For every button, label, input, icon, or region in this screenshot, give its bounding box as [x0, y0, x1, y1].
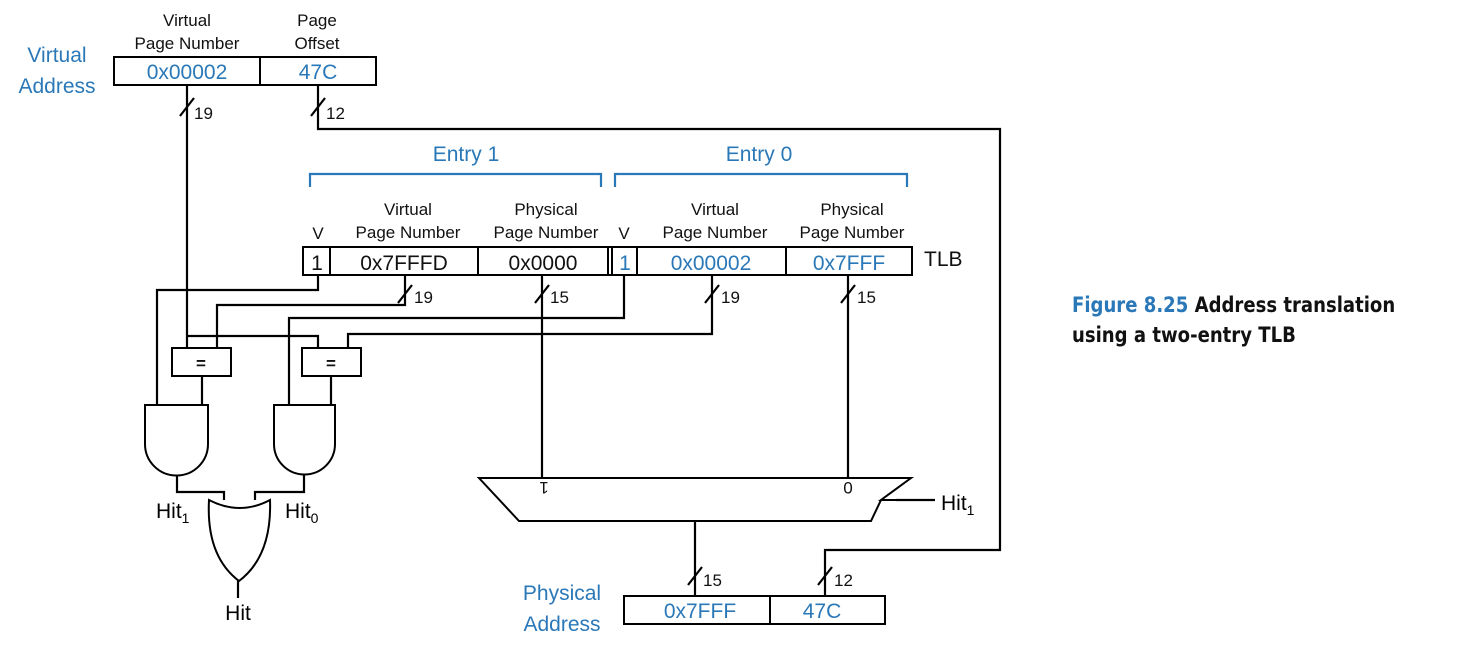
- entry1-vpn-width-slash: [397, 284, 413, 304]
- tlb-label: TLB: [924, 248, 963, 271]
- va-offset-width-slash: [310, 97, 326, 117]
- physical-address: Physical Address 0x7FFF 47C: [523, 582, 886, 636]
- pa-offset-field: [769, 595, 886, 625]
- virtual-address: Virtual Address Virtual Page Number Page…: [18, 11, 377, 98]
- entry1-vpn-width: 19: [414, 288, 433, 307]
- entry1-v-value: 1: [311, 252, 323, 275]
- pa-offset-width-slash: [817, 566, 833, 586]
- entry0-ppn-width: 15: [857, 288, 876, 307]
- pa-ppn-width-slash: [687, 566, 703, 586]
- vpn-to-comparator0-wire: [187, 334, 320, 348]
- entry1-vpn-header-line1: Virtual: [384, 200, 432, 219]
- entry0-ppn-header-line2: Page Number: [800, 223, 905, 242]
- offset-wire: [316, 85, 1002, 596]
- entry1-title: Entry 1: [433, 143, 500, 166]
- entry0-ppn-value: 0x7FFF: [813, 252, 885, 275]
- physical-address-title-line1: Physical: [523, 582, 601, 605]
- physical-address-title-line2: Address: [523, 613, 600, 636]
- entry0-ppn-header-line1: Physical: [820, 200, 883, 219]
- entry1-v-header: V: [312, 224, 324, 243]
- pa-ppn-value: 0x7FFF: [664, 600, 736, 623]
- comparator-entry1-symbol: =: [196, 354, 206, 373]
- va-offset-width: 12: [326, 104, 345, 123]
- mux-body: [476, 477, 915, 522]
- comparators: = =: [171, 347, 362, 377]
- va-offset-header-line2: Offset: [294, 34, 339, 53]
- figure-number: Figure 8.25: [1072, 293, 1189, 317]
- hit1-wire: [175, 474, 226, 500]
- entry0-vpn-header-line1: Virtual: [691, 200, 739, 219]
- hit1-label: Hit1: [156, 500, 190, 526]
- pa-ppn-width: 15: [703, 571, 722, 590]
- and-gate-entry0: [273, 404, 336, 476]
- entry1-ppn-value: 0x0000: [509, 252, 578, 275]
- va-vpn-width-slash: [179, 97, 195, 117]
- entry0-vpn-value: 0x00002: [671, 252, 752, 275]
- entry1-vpn-value: 0x7FFFD: [360, 252, 448, 275]
- entry1-ppn-width: 15: [550, 288, 569, 307]
- hit0-wire: [253, 474, 306, 500]
- entry1-valid-wire: [155, 275, 320, 405]
- entry0-brace: [613, 172, 909, 187]
- figure-caption: Figure 8.25 Address translation using a …: [1072, 290, 1399, 350]
- entry1-vpn-wire: [215, 275, 407, 348]
- entry0-vpn-wire: [346, 275, 714, 348]
- tlb: Entry 1 Entry 0 V Virtual Page Number Ph…: [302, 143, 963, 276]
- bus-width-marks: 19 12 19 15 19 15 15 12: [179, 97, 876, 590]
- hit0-label: Hit0: [285, 500, 319, 526]
- pa-offset-value: 47C: [803, 600, 842, 623]
- va-offset-value: 47C: [299, 61, 338, 84]
- entry1-vpn-header-line2: Page Number: [356, 223, 461, 242]
- entry0-v-value: 1: [619, 252, 631, 275]
- or-gate: [207, 498, 272, 583]
- mux-select-label: Hit1: [941, 492, 975, 518]
- mux-input0-label: 0: [843, 478, 852, 497]
- entry0-v-header: V: [618, 224, 630, 243]
- entry0-title: Entry 0: [726, 143, 793, 166]
- comparator-entry0-symbol: =: [326, 354, 336, 373]
- hit-label: Hit: [225, 602, 251, 625]
- va-vpn-header-line2: Page Number: [135, 34, 240, 53]
- and-gate-entry1: [144, 404, 209, 477]
- entry0-ppn-width-slash: [840, 284, 856, 304]
- pa-offset-width: 12: [834, 571, 853, 590]
- figure-caption-text: Address translation using a two-entry TL…: [1072, 293, 1396, 347]
- virtual-address-title-line1: Virtual: [27, 44, 86, 67]
- entry0-valid-wire: [287, 275, 626, 405]
- entry0-vpn-header-line2: Page Number: [663, 223, 768, 242]
- comparator-entry0: [301, 347, 362, 377]
- entry0-vpn-width-slash: [704, 284, 720, 304]
- virtual-address-title-line2: Address: [18, 75, 95, 98]
- va-vpn-width: 19: [194, 104, 213, 123]
- wires: [155, 85, 1002, 598]
- entry1-ppn-width-slash: [534, 284, 550, 304]
- entry0-vpn-width: 19: [721, 288, 740, 307]
- multiplexer: 1 0 Hit1: [476, 477, 975, 522]
- logic-gates: Hit1 Hit0 Hit: [144, 404, 336, 625]
- entry1-brace: [308, 172, 603, 187]
- entry1-ppn-header-line2: Page Number: [494, 223, 599, 242]
- va-offset-field: [259, 56, 377, 86]
- pa-ppn-field: [623, 595, 771, 625]
- mux-input1-label: 1: [539, 478, 548, 497]
- entry1-ppn-header-line1: Physical: [514, 200, 577, 219]
- va-vpn-header-line1: Virtual: [163, 11, 211, 30]
- va-vpn-value: 0x00002: [147, 61, 228, 84]
- comparator-entry1: [171, 347, 232, 377]
- va-offset-header-line1: Page: [297, 11, 337, 30]
